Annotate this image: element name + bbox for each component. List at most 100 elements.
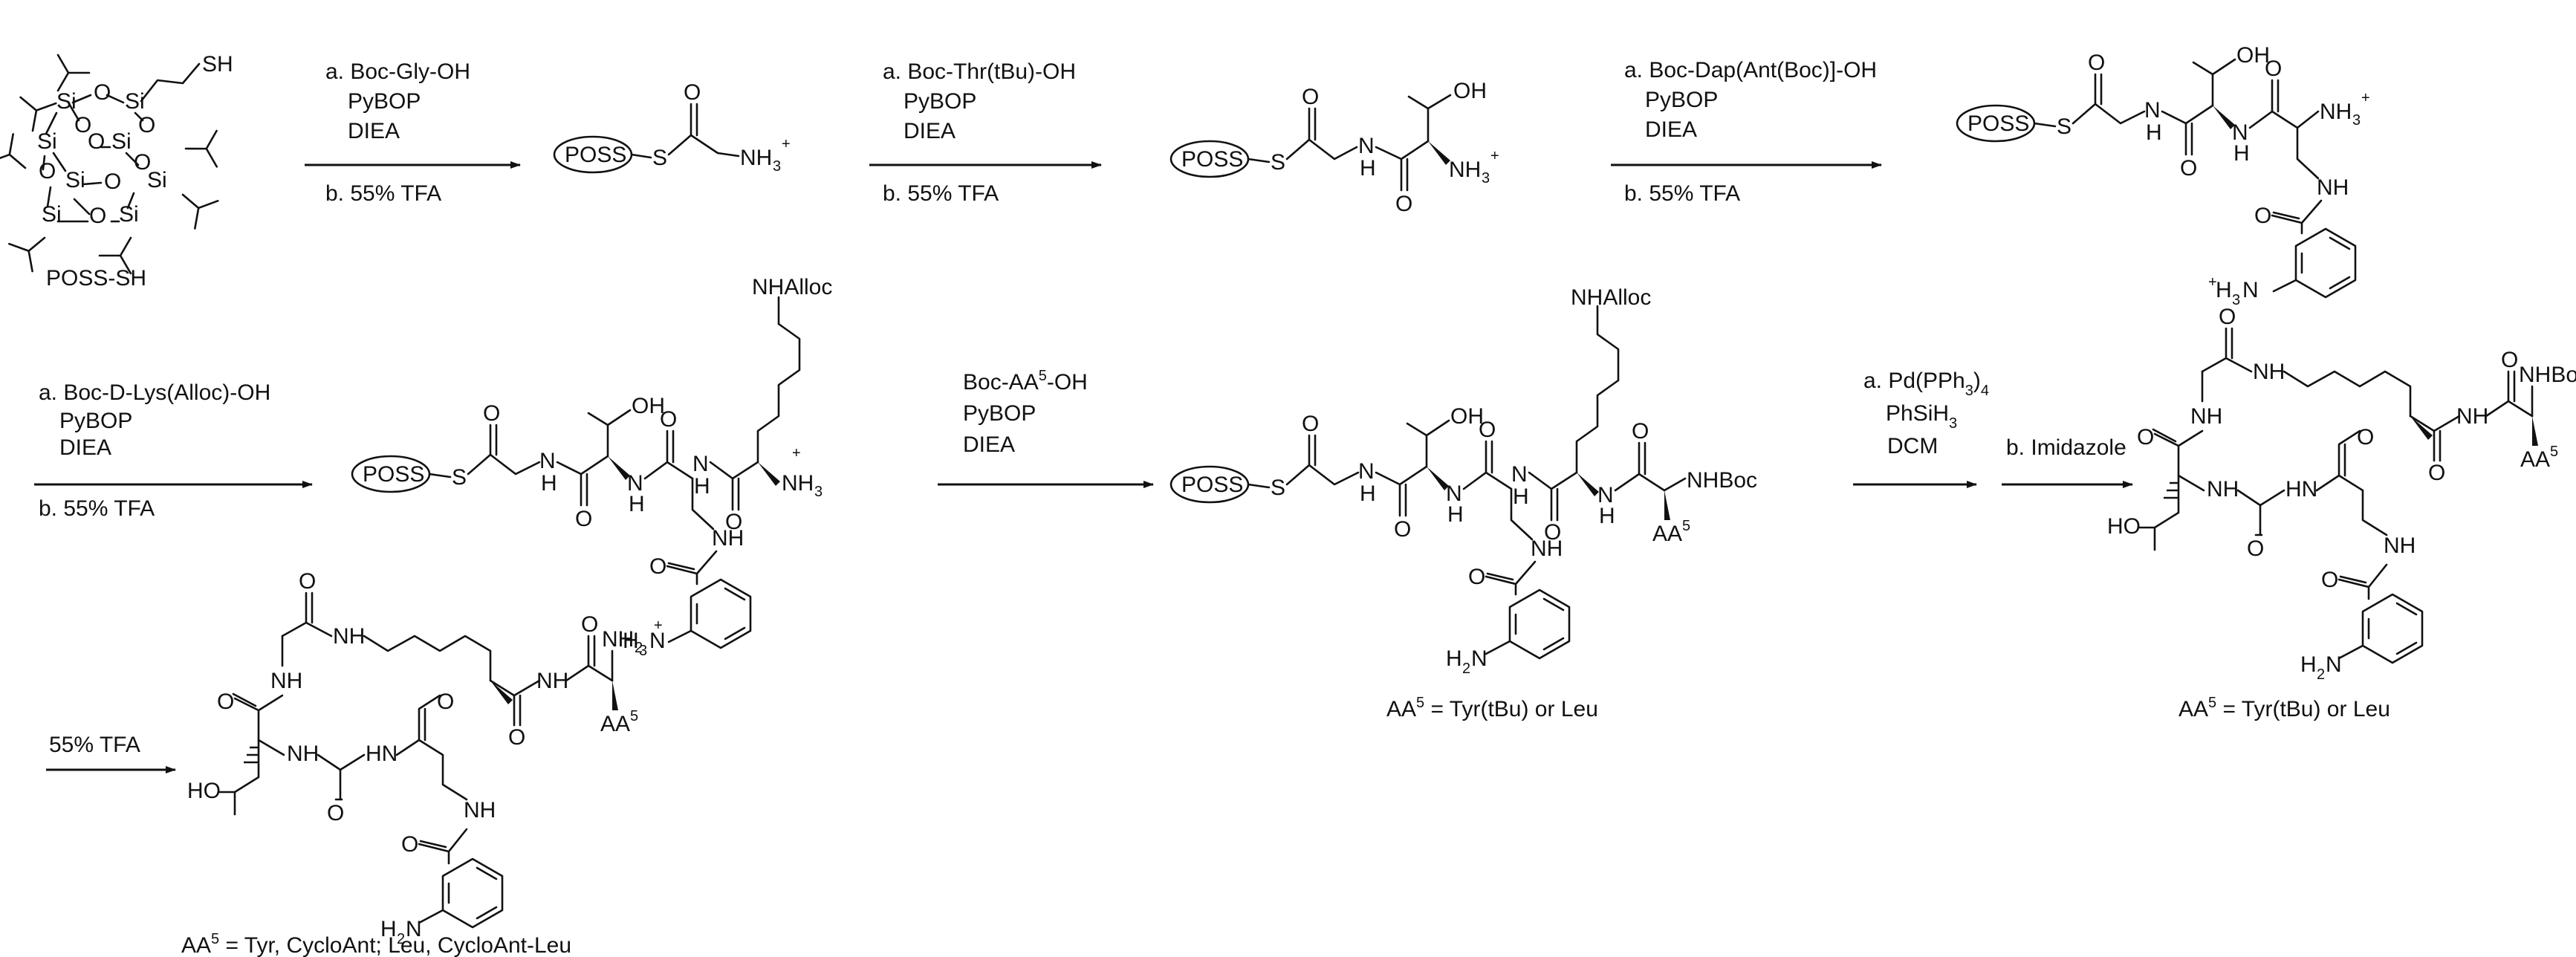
final-product-structure: O NH NH O HO NH O HN NH O O H 2 N O NH O… [181, 569, 643, 957]
atom-nh: NH [2207, 477, 2239, 502]
amine-group: NH [782, 471, 814, 496]
svg-text:2: 2 [2317, 666, 2325, 683]
poss-label: POSS [1967, 111, 2029, 136]
atom-n: N [1358, 134, 1375, 158]
reaction-arrow-step-7: 55% TFA [46, 733, 176, 773]
atom-o: O [299, 569, 316, 594]
hydroxyl-group: HO [2107, 514, 2141, 539]
product-5-structure: POSS S O N H O OH N H O N H NH O H 2 N O… [1169, 285, 1757, 721]
atom-o: O [1544, 520, 1561, 545]
atom-o: O [581, 612, 598, 637]
step-2-reagent-4: b. 55% TFA [883, 181, 999, 206]
amine-group: NH [602, 627, 634, 652]
footnote-cyclic: AA5 = Tyr(tBu) or Leu [2178, 695, 2390, 721]
atom-o: O [2219, 305, 2236, 329]
atom-nh: NH [270, 669, 302, 693]
step-3-reagent-3: DIEA [1645, 117, 1697, 142]
product-3-structure: POSS S O N H O OH N H O NH 3 + NH O + H … [1956, 43, 2370, 308]
step-6-reagent-2: PhSiH3 [1886, 401, 1957, 432]
atom-o: O [2088, 51, 2105, 75]
svg-text:3: 3 [814, 484, 823, 500]
atom-nh: NH [2456, 404, 2488, 429]
atom-n: N [2326, 652, 2342, 677]
atom-n: N [1446, 481, 1462, 506]
reaction-arrow-step-6: a. Pd(PPh3)4 PhSiH3 DCM b. Imidazole [1853, 369, 2133, 488]
atom-si: Si [147, 168, 167, 192]
boc-amine-group: NHBoc [1687, 468, 1757, 493]
footnote-final: AA5 = Tyr, CycloAnt; Leu, CycloAnt-Leu [181, 931, 571, 957]
step-1-reagent-1: a. Boc-Gly-OH [325, 59, 470, 84]
atom-n: N [627, 471, 643, 496]
svg-text:+: + [1490, 148, 1499, 164]
step-1-reagent-4: b. 55% TFA [325, 181, 441, 206]
atom-n: N [1358, 459, 1375, 484]
atom-n: N [2242, 278, 2259, 302]
atom-o: O [684, 80, 701, 105]
atom-o: O [1302, 412, 1319, 436]
atom-o: O [649, 554, 666, 579]
step-6-reagent-4: b. Imidazole [2006, 435, 2126, 460]
atom-n: N [539, 449, 556, 473]
atom-s: S [652, 146, 667, 170]
atom-n: N [649, 629, 666, 653]
atom-h: H [629, 492, 645, 516]
step-7-reagent-1: 55% TFA [49, 733, 140, 757]
atom-o: O [2247, 536, 2264, 561]
product-1-structure: POSS S O NH 3 + [553, 80, 791, 175]
isobutyl-group [56, 53, 91, 92]
step-1-reagent-2: PyBOP [348, 89, 421, 114]
step-4-reagent-3: DIEA [59, 435, 111, 460]
side-chain-amine-protected: NHAlloc [752, 275, 832, 299]
amine-group: H [623, 629, 639, 653]
atom-n: N [406, 917, 422, 941]
poss-label: POSS [1181, 147, 1243, 172]
aa5-residue-label: AA [2520, 447, 2550, 472]
atom-hn: HN [366, 742, 398, 766]
atom-n: N [2144, 98, 2161, 123]
step-5-reagent-3: DIEA [963, 432, 1015, 457]
isobutyl-group [0, 130, 32, 169]
atom-nh: NH [536, 669, 568, 693]
svg-text:5: 5 [2550, 444, 2558, 460]
atom-o: O [1395, 192, 1412, 216]
amine-group: H [2216, 278, 2232, 302]
atom-o: O [1302, 85, 1319, 109]
atom-o: O [2265, 56, 2282, 81]
atom-h: H [1513, 484, 1529, 509]
atom-n: N [1597, 483, 1614, 507]
step-6-reagent-1: a. Pd(PPh3)4 [1863, 369, 1989, 399]
step-5-reagent-2: PyBOP [963, 401, 1036, 426]
atom-o: O [401, 832, 418, 857]
side-chain-amine-protected: NHAlloc [1571, 285, 1651, 310]
step-3-reagent-2: PyBOP [1645, 88, 1718, 112]
atom-o: O [138, 113, 155, 137]
atom-n: NH [2317, 175, 2349, 200]
svg-text:3: 3 [2352, 112, 2361, 129]
atom-h: H [1360, 156, 1376, 181]
svg-text:2: 2 [635, 640, 643, 656]
atom-s: S [1271, 476, 1285, 500]
step-5-reagent-1: Boc-AA5-OH [963, 368, 1088, 395]
atom-si: Si [65, 168, 85, 192]
atom-o: O [104, 169, 121, 194]
atom-h: H [541, 471, 557, 496]
step-3-reagent-4: b. 55% TFA [1624, 181, 1740, 206]
step-1-reagent-3: DIEA [348, 119, 400, 143]
atom-nh: NH [2190, 404, 2222, 429]
benzene-ring [1508, 588, 1571, 660]
reaction-arrow-step-3: a. Boc-Dap(Ant(Boc)]-OH PyBOP DIEA b. 55… [1611, 58, 1882, 206]
atom-o: O [39, 159, 56, 184]
product-4-structure: POSS S O N H O OH N H O N H NH O + H 3 N… [351, 275, 832, 659]
atom-n: N [2232, 120, 2248, 145]
atom-o: O [1479, 418, 1496, 442]
hydroxyl-group: OH [632, 394, 665, 418]
atom-o: O [2321, 568, 2338, 592]
step-2-reagent-3: DIEA [903, 119, 956, 143]
svg-text:3: 3 [1482, 170, 1490, 186]
atom-s: S [2057, 114, 2071, 139]
step-3-reagent-1: a. Boc-Dap(Ant(Boc)]-OH [1624, 58, 1877, 82]
atom-h: H [1599, 504, 1615, 528]
svg-text:5: 5 [1682, 518, 1690, 534]
benzene-ring [2294, 227, 2357, 299]
